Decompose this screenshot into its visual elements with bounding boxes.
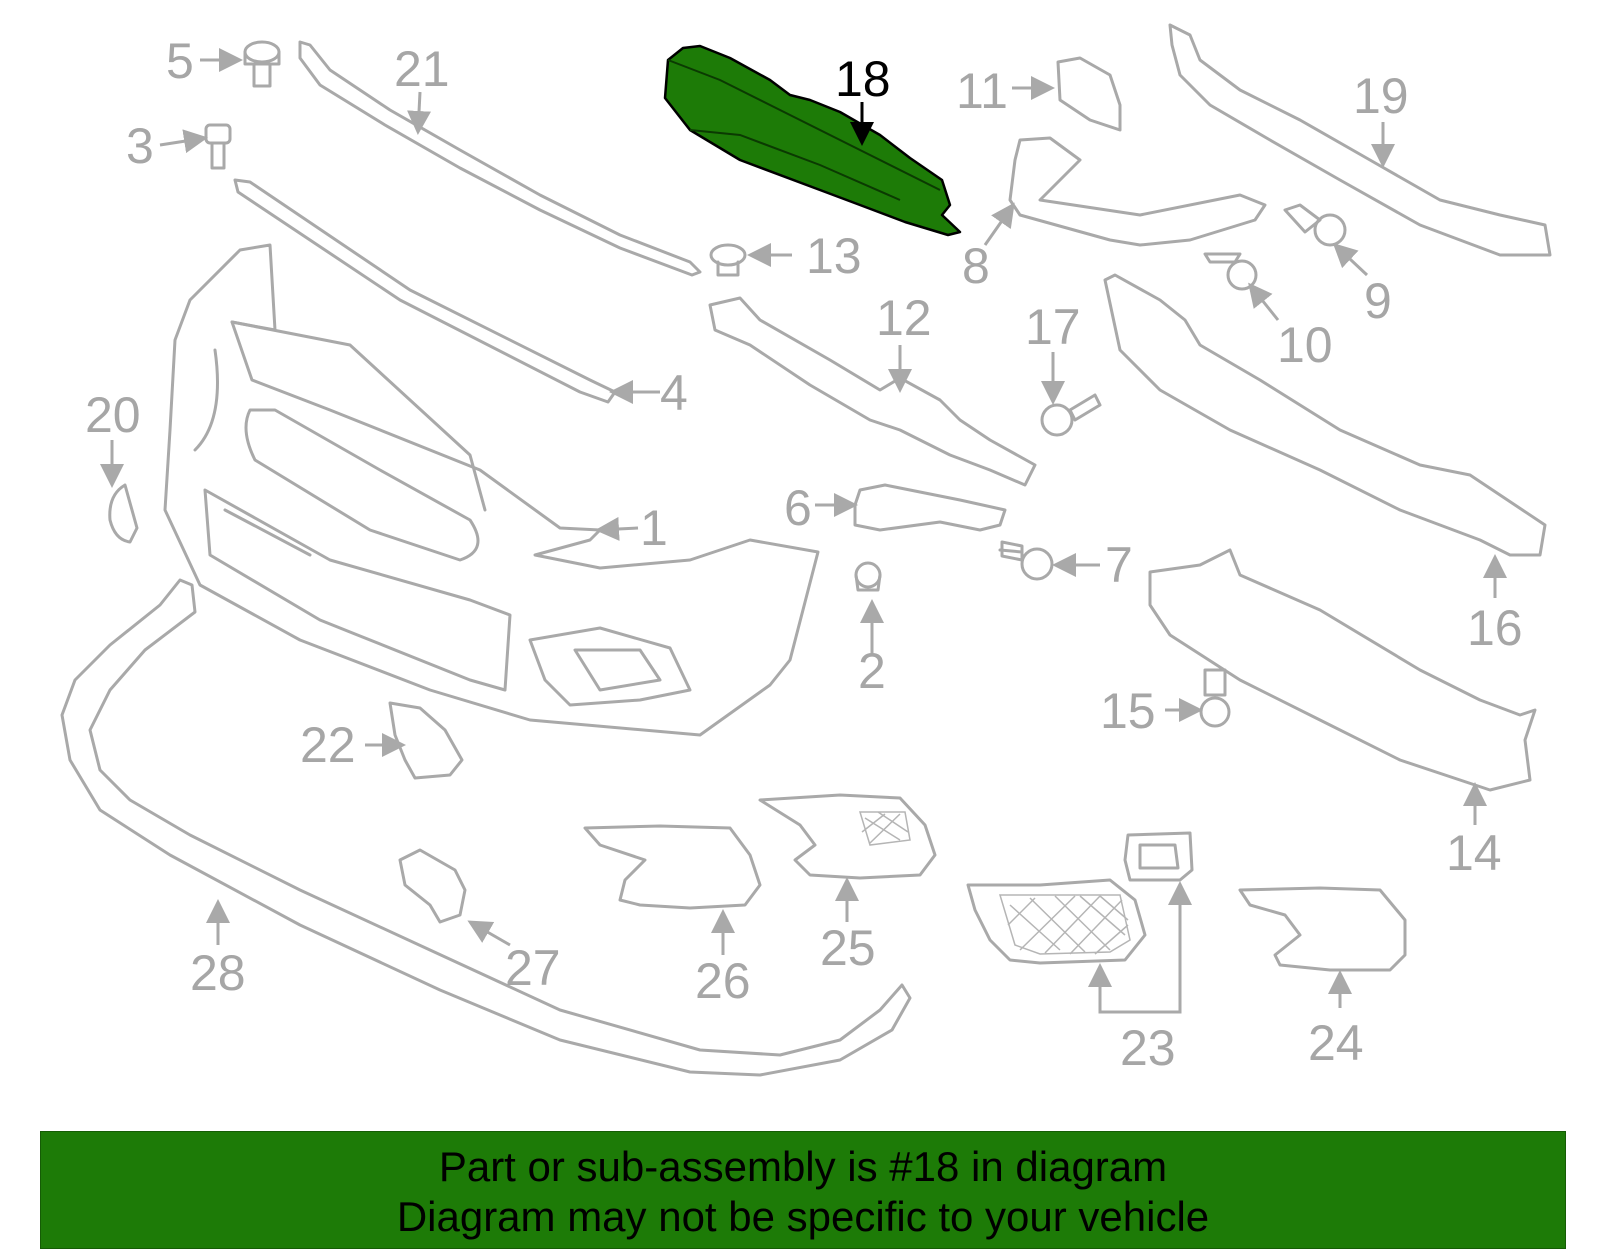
- part-25-fog-cover[interactable]: [758, 793, 937, 880]
- part-4-strip[interactable]: [233, 178, 617, 404]
- part-6-bracket[interactable]: [853, 483, 1007, 532]
- part-12-reinforcement[interactable]: [708, 296, 1037, 487]
- label-14: 14: [1446, 825, 1502, 881]
- banner-line-part: Part or sub-assembly is #18 in diagram: [438, 1143, 1168, 1190]
- label-3: 3: [126, 118, 154, 174]
- banner-line-disclaimer: Diagram may not be specific to your vehi…: [396, 1193, 1210, 1240]
- label-11: 11: [956, 63, 1008, 119]
- label-1: 1: [640, 500, 668, 556]
- part-18-support[interactable]: [663, 44, 962, 237]
- part-1-bumper-cover[interactable]: [163, 243, 820, 737]
- part-26-fog-cover[interactable]: [583, 824, 762, 910]
- label-13: 13: [806, 228, 862, 284]
- label-23: 23: [1120, 1020, 1176, 1076]
- label-27: 27: [505, 940, 561, 996]
- label-25: 25: [820, 920, 876, 976]
- label-12: 12: [876, 290, 932, 346]
- label-10: 10: [1277, 317, 1333, 373]
- part-10-clip[interactable]: [1203, 252, 1258, 291]
- label-15: 15: [1100, 683, 1156, 739]
- label-21: 21: [394, 41, 450, 97]
- part-24-fog-cover[interactable]: [1238, 886, 1407, 972]
- part-27-bracket[interactable]: [398, 848, 467, 924]
- label-18: 18: [835, 51, 891, 107]
- part-15-clip[interactable]: [1199, 668, 1231, 728]
- label-17: 17: [1025, 299, 1081, 355]
- part-20-plug[interactable]: [108, 483, 139, 544]
- part-14-absorber[interactable]: [1148, 548, 1537, 792]
- part-22-cover[interactable]: [388, 701, 464, 780]
- part-21-strip[interactable]: [298, 40, 702, 277]
- label-24: 24: [1308, 1015, 1364, 1071]
- part-7-bolt[interactable]: [998, 540, 1054, 581]
- label-4: 4: [660, 365, 688, 421]
- part-5-screw[interactable]: [243, 40, 281, 88]
- part-11-bracket[interactable]: [1056, 56, 1122, 132]
- label-2: 2: [858, 643, 886, 699]
- label-7: 7: [1105, 537, 1133, 593]
- part-28-lower-spoiler[interactable]: [60, 578, 912, 1077]
- label-26: 26: [695, 953, 751, 1009]
- label-28: 28: [190, 945, 246, 1001]
- part-2-clip[interactable]: [854, 561, 882, 592]
- label-6: 6: [784, 480, 812, 536]
- callout-labels: 5 21 3 4 1 6 7 2 8 9 10 11 12 13 14 15 1…: [85, 33, 1523, 1076]
- part-3-bolt[interactable]: [204, 123, 232, 170]
- info-banner: Part or sub-assembly is #18 in diagram D…: [40, 1131, 1566, 1249]
- label-9: 9: [1364, 273, 1392, 329]
- label-5: 5: [166, 33, 194, 89]
- label-22: 22: [300, 717, 356, 773]
- part-13-clip[interactable]: [709, 243, 747, 277]
- part-23-grille[interactable]: [966, 831, 1194, 965]
- part-17-bolt[interactable]: [1040, 393, 1102, 437]
- label-19: 19: [1353, 68, 1409, 124]
- label-8: 8: [962, 238, 990, 294]
- label-20: 20: [85, 387, 141, 443]
- part-19-strip[interactable]: [1168, 23, 1552, 257]
- label-16: 16: [1467, 600, 1523, 656]
- part-16-beam[interactable]: [1103, 273, 1547, 557]
- part-8-bracket[interactable]: [1008, 136, 1267, 247]
- leader-lines: [100, 48, 1507, 1014]
- part-9-clip[interactable]: [1283, 203, 1347, 247]
